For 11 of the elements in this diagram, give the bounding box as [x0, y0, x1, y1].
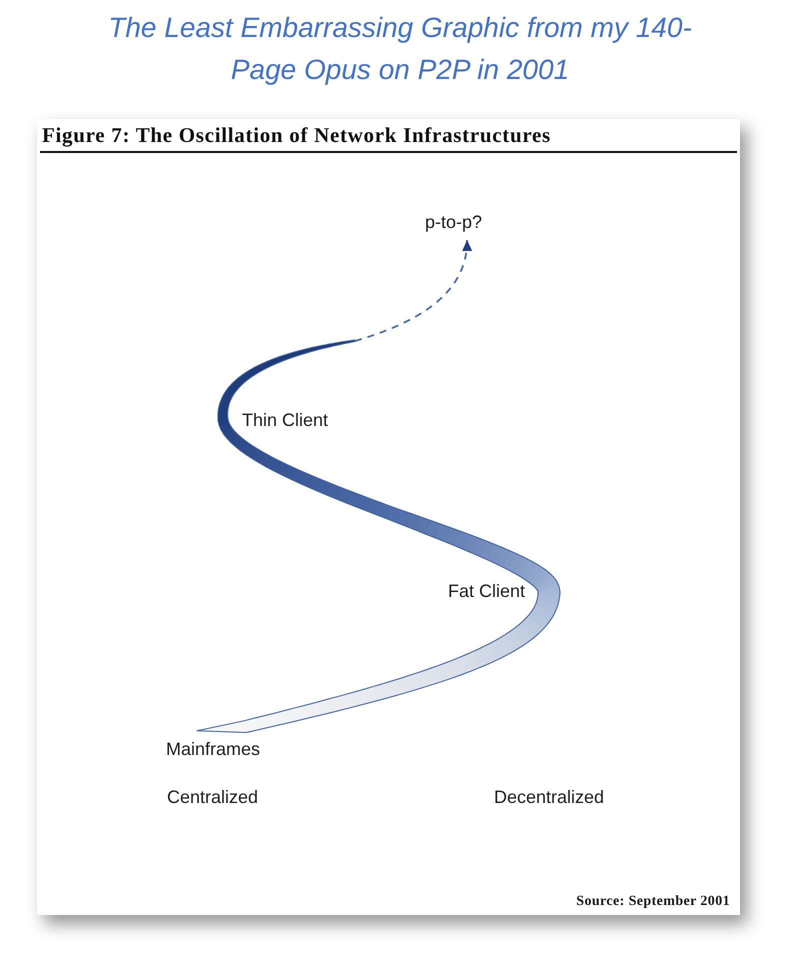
axis-label: Decentralized — [494, 786, 604, 808]
axis-label: Centralized — [167, 786, 258, 808]
stage-label: Thin Client — [242, 409, 328, 431]
spiral-ribbon — [196, 339, 561, 734]
page-title: The Least Embarrassing Graphic from my 140-Page Opus on P2P in 2001 — [107, 11, 693, 87]
figure-heading: Figure 7: The Oscillation of Network Infrastructures — [42, 122, 551, 148]
stage-label: Fat Client — [448, 580, 526, 602]
stage-label: Mainframes — [166, 738, 260, 760]
outcome-label: p-to-p? — [425, 211, 482, 233]
source-note: Source: September 2001 — [576, 893, 730, 911]
dashed-arrow — [354, 240, 472, 342]
